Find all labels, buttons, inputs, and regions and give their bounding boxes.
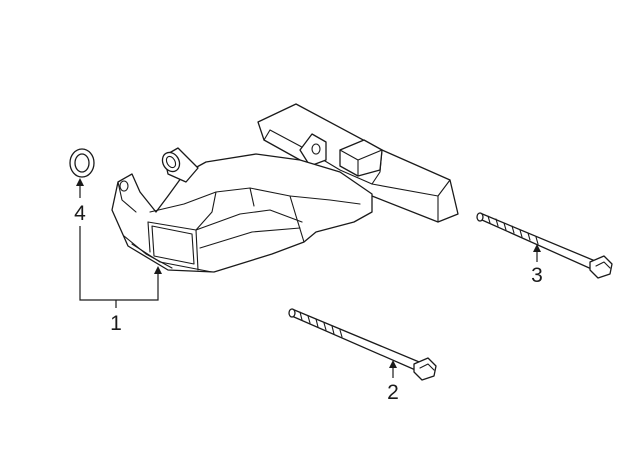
callout-label-4: 4 <box>74 202 86 225</box>
callout-label-2: 2 <box>387 381 399 404</box>
seal-ring <box>69 148 95 178</box>
callout-leaders <box>76 178 541 378</box>
callout-label-1: 1 <box>110 312 122 335</box>
short-bolt <box>288 308 437 381</box>
callout-label-3: 3 <box>531 264 543 287</box>
transmission-filter <box>111 103 459 273</box>
long-bolt <box>476 212 613 279</box>
